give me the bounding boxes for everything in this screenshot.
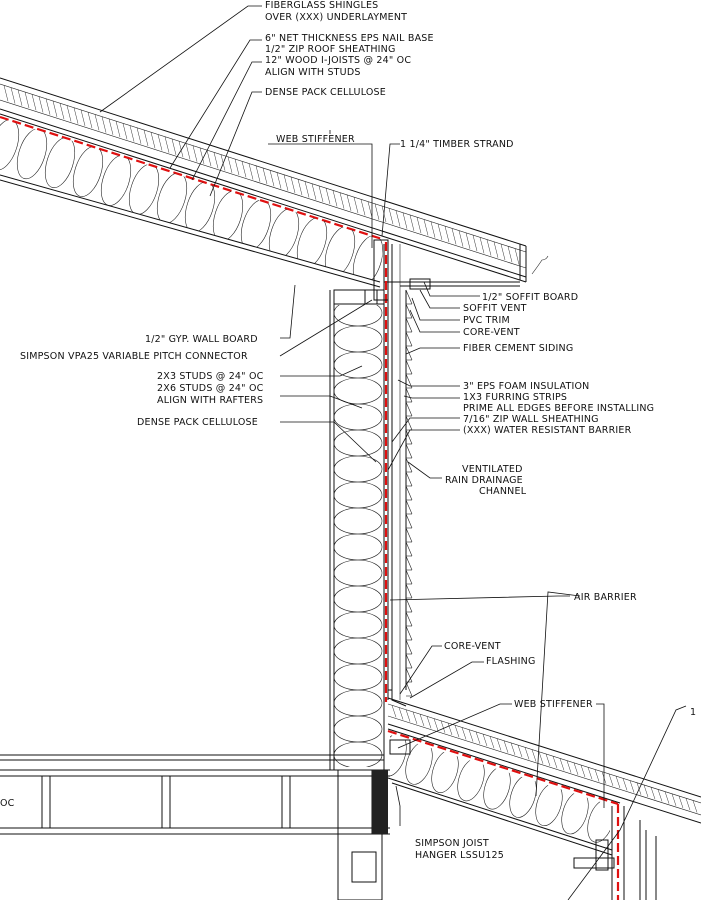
upper-roof-assembly: [0, 77, 549, 290]
label-soffit-vent: SOFFIT VENT: [463, 303, 527, 314]
label-simpson-vpa: SIMPSON VPA25 VARIABLE PITCH CONNECTOR: [20, 351, 248, 362]
label-soffit-board: 1/2" SOFFIT BOARD: [482, 292, 578, 303]
label-cut-left: OC: [0, 798, 15, 809]
label-zip-wall: 7/16" ZIP WALL SHEATHING: [463, 414, 599, 425]
label-web-stiffener-low: WEB STIFFENER: [514, 699, 593, 710]
label-hanger: HANGER LSSU125: [415, 850, 504, 861]
rim-board: [372, 770, 388, 834]
label-underlayment: OVER (XXX) UNDERLAYMENT: [265, 12, 407, 23]
annotation-labels: FIBERGLASS SHINGLES OVER (XXX) UNDERLAYM…: [0, 0, 696, 861]
label-dense-pack-top: DENSE PACK CELLULOSE: [265, 87, 386, 98]
upper-roof-air-barrier: [0, 115, 383, 241]
label-pvc-trim: PVC TRIM: [463, 315, 510, 326]
lower-roof-assembly: [387, 689, 701, 900]
label-gyp-board: 1/2" GYP. WALL BOARD: [145, 334, 258, 345]
floor-framing: [0, 739, 411, 900]
nail-base-hatch: [3, 85, 520, 265]
fiber-cement-siding: [405, 289, 413, 697]
label-dense-pack-wall: DENSE PACK CELLULOSE: [137, 417, 258, 428]
label-cut-right: 1: [690, 707, 696, 718]
label-align-rafters: ALIGN WITH RAFTERS: [157, 395, 263, 406]
label-timber-strand: 1 1/4" TIMBER STRAND: [400, 139, 514, 150]
label-core-vent-low: CORE-VENT: [444, 641, 501, 652]
lower-nail-base-hatch: [391, 705, 698, 813]
label-flashing: FLASHING: [486, 656, 536, 667]
label-air-barrier: AIR BARRIER: [574, 592, 637, 603]
label-channel: CHANNEL: [479, 486, 527, 497]
label-fiber-cement: FIBER CEMENT SIDING: [463, 343, 573, 354]
label-core-vent-top: CORE-VENT: [463, 327, 520, 338]
label-rain-drainage: RAIN DRAINAGE: [445, 475, 523, 486]
label-simpson-joist: SIMPSON JOIST: [415, 838, 489, 849]
label-furring: 1X3 FURRING STRIPS: [463, 392, 567, 403]
label-web-stiffener-top: WEB STIFFENER: [276, 134, 355, 145]
label-i-joists: 12" WOOD I-JOISTS @ 24" OC: [265, 55, 411, 66]
wall-assembly: [329, 239, 413, 770]
label-zip-roof: 1/2" ZIP ROOF SHEATHING: [265, 44, 396, 55]
lower-roof-air-barrier: [387, 729, 619, 806]
label-align-studs: ALIGN WITH STUDS: [265, 67, 361, 78]
label-shingles: FIBERGLASS SHINGLES: [265, 0, 378, 11]
label-wrb: (XXX) WATER RESISTANT BARRIER: [463, 425, 632, 436]
label-studs-2x6: 2X6 STUDS @ 24" OC: [157, 383, 264, 394]
label-prime-edges: PRIME ALL EDGES BEFORE INSTALLING: [463, 403, 654, 414]
leader-lines: [99, 5, 687, 900]
label-studs-2x3: 2X3 STUDS @ 24" OC: [157, 371, 264, 382]
label-eps-nail-base: 6" NET THICKNESS EPS NAIL BASE: [265, 33, 434, 44]
label-eps-foam: 3" EPS FOAM INSULATION: [463, 381, 589, 392]
label-ventilated: VENTILATED: [462, 464, 523, 475]
wall-cellulose-pattern: [333, 305, 383, 767]
